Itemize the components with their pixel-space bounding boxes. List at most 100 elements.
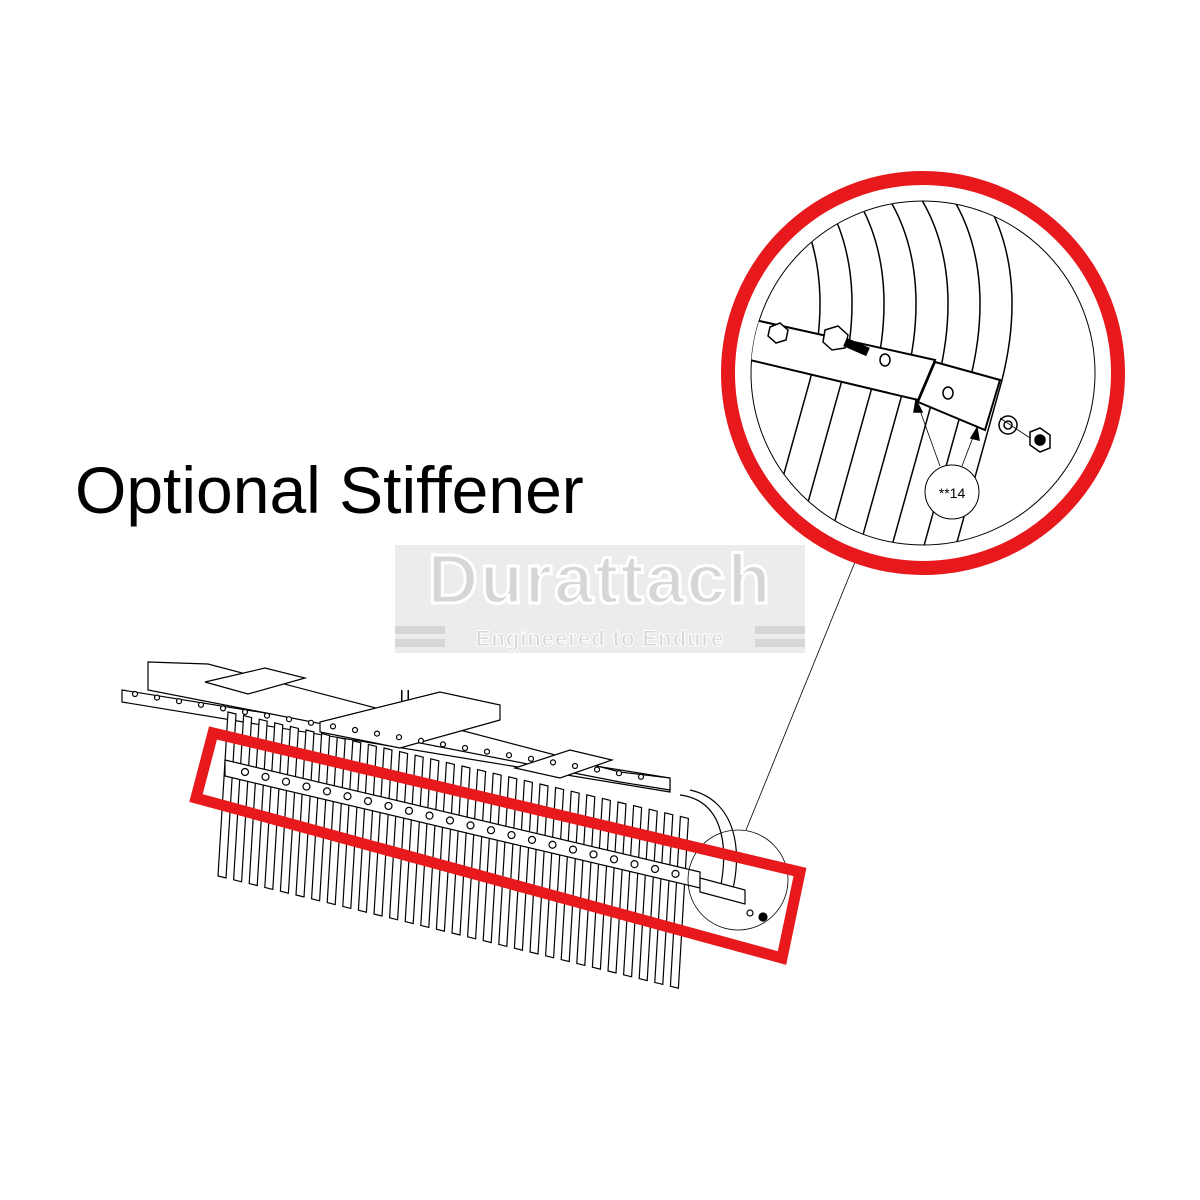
detail-hole-icon	[879, 353, 891, 367]
center-mount-plate	[319, 691, 501, 749]
stiffener-hole-icon	[240, 767, 250, 777]
rail-bolt-icon	[505, 752, 513, 759]
rail-bolt-icon	[549, 759, 557, 766]
tine	[357, 743, 378, 913]
rail-bolt-group	[131, 690, 645, 780]
callout-arrow-icon	[913, 397, 924, 413]
stiffener-hole-icon	[425, 811, 434, 820]
mount-plate-right	[512, 749, 615, 779]
rail-bolt-icon	[329, 723, 337, 730]
stiffener-hole-icon	[609, 855, 619, 864]
rail-bolt-icon	[483, 748, 491, 755]
detail-highlight-circle	[721, 171, 1125, 575]
stiffener-hole-icon	[302, 782, 311, 791]
callout-arrow-icon	[969, 425, 980, 442]
washer-icon	[746, 909, 754, 917]
stiffener-hole-icon	[568, 845, 578, 854]
stiffener-hole-icon	[589, 850, 598, 859]
nut-icon	[758, 912, 768, 922]
rail-bolt-icon	[307, 719, 315, 726]
watermark-logo: Durattach Engineered to Endure	[395, 539, 805, 653]
stiffener-hole-icon	[343, 792, 352, 801]
tine	[295, 729, 315, 898]
rake-assembly	[121, 661, 768, 989]
tine	[529, 783, 549, 955]
stiffener-hole-icon	[445, 816, 455, 825]
tine	[498, 776, 518, 948]
callout-label: **14	[939, 485, 966, 501]
rail-bolt-icon	[527, 755, 535, 762]
detail-view: **14	[721, 171, 1125, 575]
detail-axis-line	[999, 417, 1031, 439]
rail-bolt-icon	[373, 730, 381, 737]
rail-bolt-icon	[439, 741, 447, 748]
rail-bolt-icon	[285, 716, 293, 723]
detail-nut-hole	[1034, 434, 1046, 446]
detail-washer-hole	[1003, 420, 1013, 430]
rail-bolt-icon	[593, 766, 601, 773]
stiffener-hole-icon	[363, 796, 373, 806]
detail-leader-line	[745, 561, 856, 831]
curved-tine	[679, 794, 725, 891]
rail-bolt-icon	[263, 712, 271, 719]
stiffener-hole-icon	[281, 777, 291, 786]
tine	[435, 761, 456, 932]
rail-bolt-icon	[351, 726, 359, 734]
stiffener-hole-icon	[322, 787, 332, 796]
tine	[420, 758, 440, 929]
stiffener-hole-group	[240, 767, 680, 878]
stiffener-hole-icon	[261, 772, 270, 781]
rail-bolt-icon	[153, 694, 161, 701]
tine	[373, 747, 393, 917]
stiffener-highlight-box	[189, 726, 807, 965]
mount-plate-left	[204, 667, 308, 695]
tine	[482, 772, 502, 944]
stiffener-hole-icon	[507, 830, 516, 840]
stiffener-hole-icon	[650, 864, 660, 874]
rail-bolt-icon	[571, 762, 579, 770]
stiffener-hole-icon	[630, 860, 639, 869]
rail-bolt-icon	[615, 770, 623, 777]
page-title: Optional Stiffener	[75, 453, 584, 527]
detail-bolt-head-icon	[822, 325, 849, 351]
stiffener-hole-icon	[404, 806, 414, 815]
tine	[451, 765, 471, 936]
tine	[388, 750, 409, 921]
tine	[217, 711, 237, 879]
tine	[310, 732, 331, 902]
rail-bolt-icon	[219, 705, 227, 712]
watermark-brand: Durattach	[428, 540, 773, 618]
stiffener-hole-icon	[527, 835, 537, 845]
watermark-tagline-bg	[445, 626, 755, 650]
stiffener-end-plate	[699, 877, 746, 905]
stiffener-hole-icon	[548, 840, 557, 849]
rail-bolt-icon	[175, 698, 183, 705]
stiffener-hole-icon	[671, 869, 680, 878]
stiffener-hole-icon	[486, 826, 496, 835]
rail-bolt-icon	[241, 708, 249, 716]
tine	[513, 779, 534, 951]
stiffener-hole-icon	[384, 801, 393, 811]
callout-leader-line	[917, 404, 941, 467]
callout-balloon	[924, 464, 980, 520]
tine	[466, 768, 487, 940]
detail-hole-icon	[942, 386, 954, 400]
tine	[232, 714, 253, 883]
tine	[326, 736, 346, 906]
detail-bolt-head-icon	[767, 322, 789, 344]
tine	[279, 725, 300, 894]
rail-bolt-icon	[637, 773, 645, 780]
rail-bolt-icon	[461, 744, 469, 752]
detail-reference-circle	[687, 829, 789, 931]
watermark-tagline: Engineered to Endure	[476, 626, 725, 651]
detail-end-plate	[916, 360, 1002, 432]
stiffener-hole-icon	[466, 821, 475, 830]
rail-bolt-icon	[197, 701, 205, 708]
rail-bolt-icon	[417, 737, 425, 744]
detail-bolt-shank-icon	[843, 337, 870, 357]
rail-bolt-icon	[131, 690, 139, 698]
tine	[342, 740, 362, 910]
tine	[404, 754, 424, 925]
